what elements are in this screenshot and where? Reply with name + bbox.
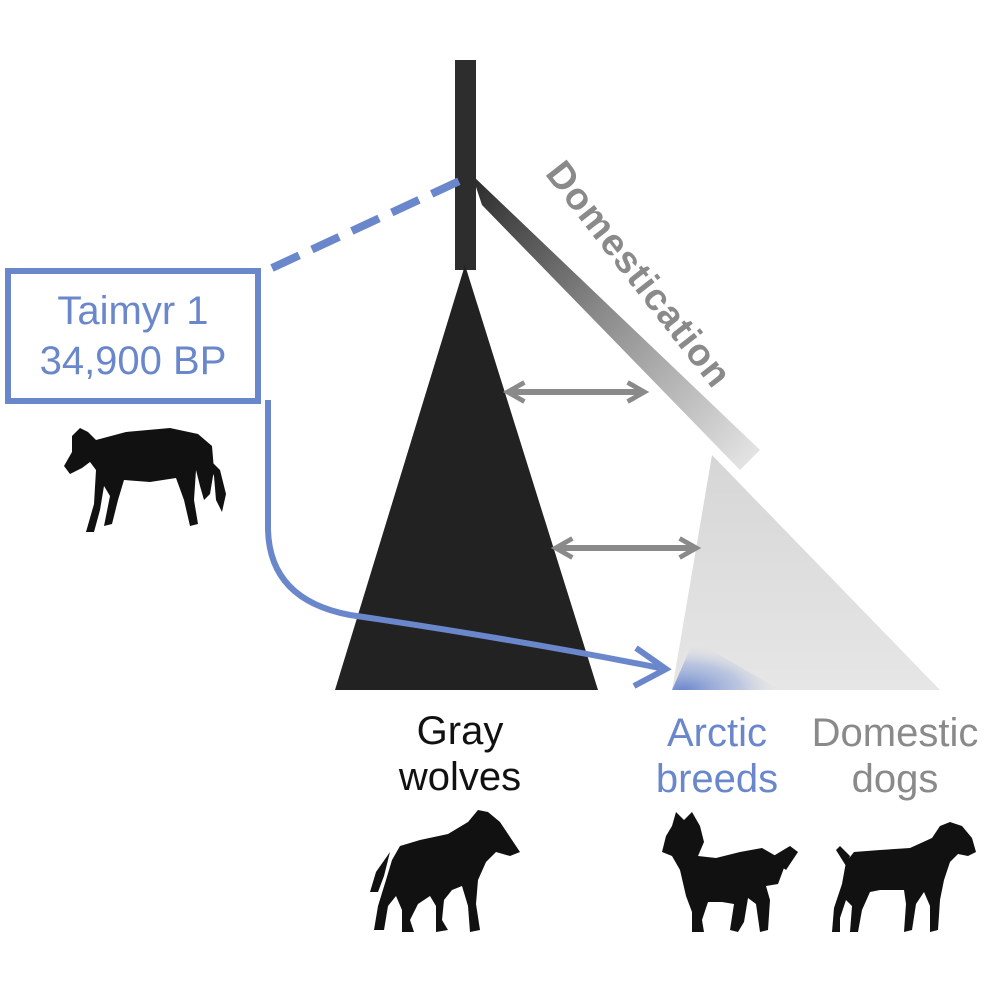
gray-wolves-clade <box>335 265 598 690</box>
taimyr-wolf-silhouette-icon <box>64 428 226 532</box>
arctic-breeds-clade <box>672 640 780 690</box>
domestic-dogs-label-line1: Domestic <box>811 711 979 755</box>
arctic-breeds-label-line2: breeds <box>655 757 779 801</box>
gray-wolf-silhouette-icon <box>370 810 520 932</box>
admixture-arrow <box>265 400 661 671</box>
arctic-breeds-label: Arctic breeds <box>632 710 802 802</box>
admixture-arrowhead <box>632 645 672 689</box>
taimyr-dashed-link <box>270 174 468 272</box>
boxer-dog-silhouette-icon <box>832 822 976 932</box>
domestic-dogs-label: Domestic dogs <box>800 710 990 802</box>
taimyr-sample-box: Taimyr 1 34,900 BP <box>5 268 261 404</box>
domestic-dogs-clade <box>672 455 940 690</box>
gray-wolves-label-line2: wolves <box>398 755 522 799</box>
husky-silhouette-icon <box>662 812 798 932</box>
ancestral-trunk <box>455 60 476 270</box>
gray-wolves-label: Gray wolves <box>370 708 550 800</box>
taimyr-date: 34,900 BP <box>39 339 227 383</box>
domestication-branch <box>472 175 760 470</box>
arctic-breeds-label-line1: Arctic <box>667 711 767 755</box>
domestic-dogs-label-line2: dogs <box>851 757 939 801</box>
taimyr-name: Taimyr 1 <box>57 289 209 333</box>
gray-wolves-label-line1: Gray <box>416 709 504 753</box>
